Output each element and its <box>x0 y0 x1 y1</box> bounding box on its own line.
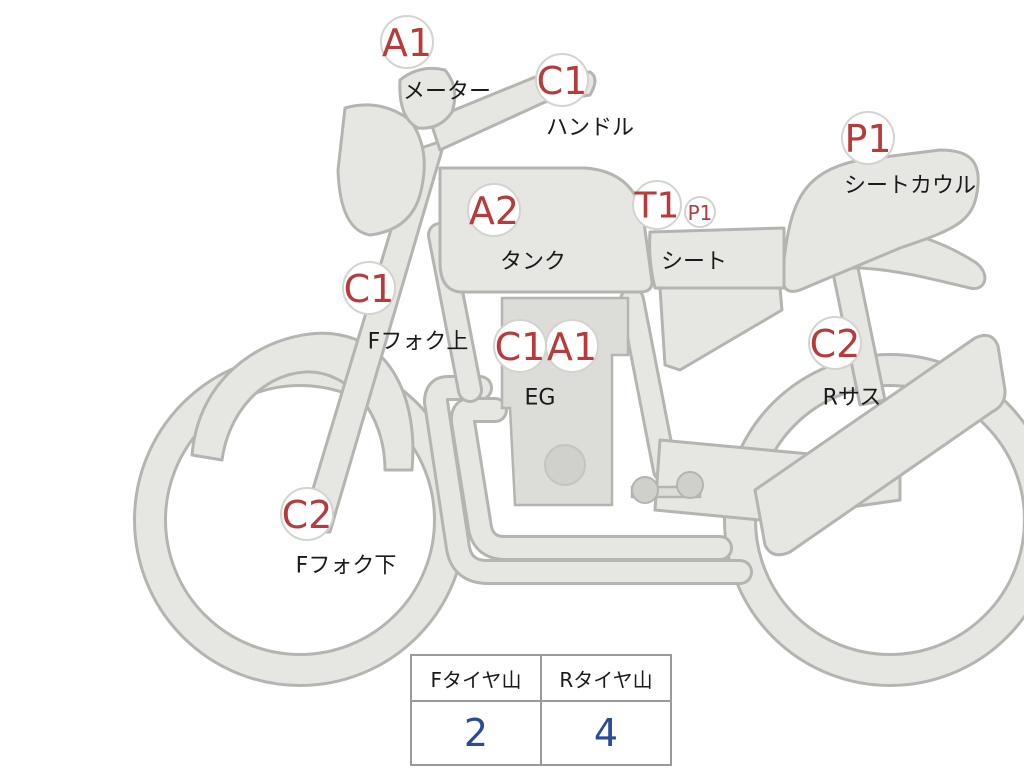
front-tire-header: Fタイヤ山 <box>410 654 542 702</box>
label-fork-lower: Fフォク下 <box>296 554 397 579</box>
badge-circle-seat-0 <box>632 180 682 230</box>
rear-wheel-fill <box>726 356 1024 684</box>
tire-tread-table: Fタイヤ山 Rタイヤ山 2 4 <box>410 654 672 766</box>
motorcycle-illustration <box>133 66 1024 687</box>
part-seat: T1 P1 シート <box>632 180 727 275</box>
badge-circle-meter-0 <box>380 15 434 69</box>
label-tank: タンク <box>500 250 566 275</box>
engine-cover <box>544 444 586 486</box>
meter-shape <box>398 66 457 130</box>
exhaust-pipe-inner-fill <box>452 400 730 558</box>
label-handle: ハンドル <box>546 116 634 141</box>
badge-circle-tank-0 <box>467 183 521 237</box>
footpeg-knob-rear <box>676 471 704 499</box>
part-seat-cowl: P1 シートカウル <box>841 111 976 199</box>
badge-fork-lower-0: C2 <box>282 493 333 537</box>
part-meter: A1 メーター <box>380 15 491 105</box>
front-tire-value: 2 <box>410 700 542 766</box>
footpeg-knob <box>631 476 659 504</box>
part-handle: C1 ハンドル <box>535 53 634 141</box>
seat-cowl-shape <box>781 148 980 293</box>
side-cover <box>658 286 784 372</box>
headlight <box>336 103 426 237</box>
label-meter: メーター <box>403 80 491 105</box>
label-seat: シート <box>661 250 727 275</box>
badge-circle-fork-upper-0 <box>342 261 396 315</box>
muffler <box>753 333 1007 557</box>
label-rear-suspension: Rサス <box>823 386 882 411</box>
badge-engine-0: C1 <box>495 325 546 369</box>
badge-seat-cowl-0: P1 <box>844 117 891 161</box>
badge-rear-suspension-0: C2 <box>810 322 861 366</box>
badge-circle-handle-0 <box>535 53 589 107</box>
label-engine: EG <box>525 386 556 411</box>
badge-meter-0: A1 <box>382 21 432 65</box>
label-seat-cowl: シートカウル <box>844 174 976 199</box>
badge-engine-1: A1 <box>547 325 597 369</box>
badge-handle-0: C1 <box>537 59 588 103</box>
badge-circle-seat-1 <box>684 196 716 228</box>
rear-tire-header: Rタイヤ山 <box>540 654 672 702</box>
tire-table-header-row: Fタイヤ山 Rタイヤ山 <box>410 654 672 702</box>
front-fork <box>298 138 447 534</box>
label-fork-upper: Fフォク上 <box>368 330 469 355</box>
rear-tire-value: 4 <box>540 700 672 766</box>
badge-tank-0: A2 <box>469 189 519 233</box>
badge-circle-seat-cowl-0 <box>841 111 895 165</box>
part-tank: A2 タンク <box>467 183 566 275</box>
badge-seat-1: P1 <box>688 201 713 225</box>
badge-circle-rear-suspension-0 <box>808 316 862 370</box>
badge-fork-upper-0: C1 <box>344 267 395 311</box>
badge-circle-engine-1 <box>545 319 599 373</box>
badge-circle-fork-lower-0 <box>280 487 334 541</box>
badge-seat-0: T1 <box>634 186 680 227</box>
exhaust-pipe-outer-fill <box>426 378 750 582</box>
tire-table-value-row: 2 4 <box>410 700 672 766</box>
